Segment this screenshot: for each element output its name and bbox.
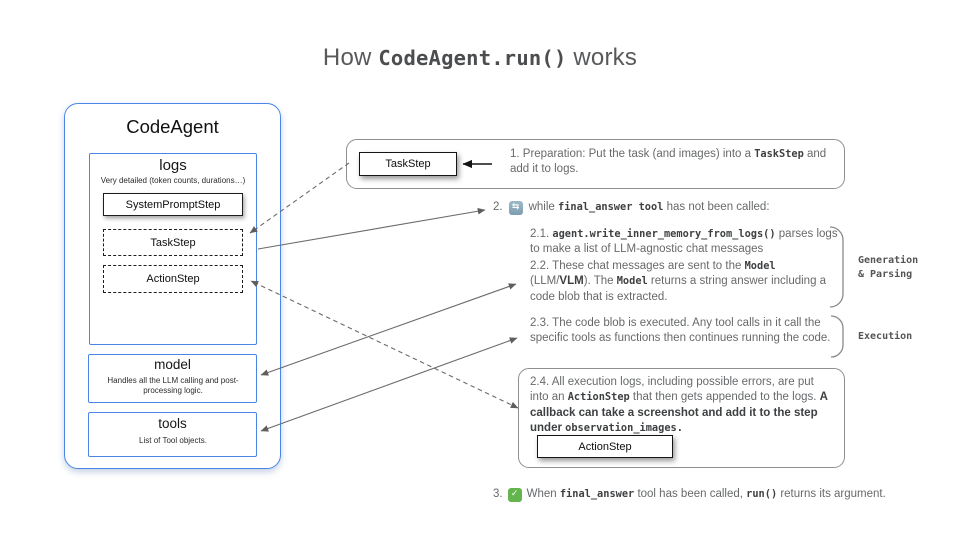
execution-label: Execution [858, 331, 913, 342]
arrow-actionstep-step24 [250, 280, 519, 409]
step-2-row: 2. ⇆ while final_answer tool has not bee… [493, 200, 853, 215]
tools-subtitle: List of Tool objects. [139, 436, 207, 445]
taskstep-box: TaskStep [103, 229, 243, 256]
arrow-logs-to-step2 [257, 207, 486, 250]
actionstep-box: ActionStep [103, 265, 243, 293]
step-2-number: 2. [493, 201, 503, 213]
step-2-3-paragraph: 2.3. The code blob is executed. Any tool… [530, 317, 831, 345]
check-icon: ✓ [507, 487, 522, 502]
repeat-icon: ⇆ [508, 200, 523, 215]
step-1-text: 1. Preparation: Put the task (and images… [510, 148, 827, 176]
arrow-model-step22 [260, 283, 517, 376]
actionstep-chip: ActionStep [537, 435, 673, 458]
logs-subtitle: Very detailed (token counts, durations…) [100, 176, 246, 185]
logs-title: logs [159, 157, 187, 174]
tools-title: tools [158, 416, 187, 431]
step-2-1-paragraph: 2.1. agent.write_inner_memory_from_logs(… [530, 228, 838, 256]
arrow-tools-step23 [260, 337, 518, 432]
generation-parsing-label: Generation& Parsing [858, 255, 919, 280]
step-2-text: while final_answer tool has not been cal… [528, 201, 770, 213]
taskstep-chip: TaskStep [359, 152, 457, 176]
step-3-number: 3. [493, 488, 503, 500]
step-3-row: 3. ✓ When final_answer tool has been cal… [493, 487, 933, 502]
tools-box [88, 412, 257, 457]
step-2-4-text: 2.4. All execution logs, including possi… [530, 376, 828, 434]
actionstep-label: ActionStep [146, 273, 200, 285]
systempromptstep-label: SystemPromptStep [125, 198, 221, 211]
title-post: works [566, 44, 638, 71]
systempromptstep-box: SystemPromptStep [103, 193, 243, 216]
title-pre: How [322, 44, 379, 71]
slide-title: How CodeAgent.run() works [0, 44, 960, 72]
title-code: CodeAgent.run() [378, 46, 567, 70]
taskstep-label: TaskStep [150, 236, 196, 249]
model-subtitle: Handles all the LLM calling and post-pro… [107, 376, 239, 395]
model-title: model [154, 357, 191, 372]
step-2-2-paragraph: 2.2. These chat messages are sent to the… [530, 260, 827, 303]
codeagent-panel-title: CodeAgent [126, 116, 219, 137]
step-3-text: When final_answer tool has been called, … [526, 488, 886, 500]
